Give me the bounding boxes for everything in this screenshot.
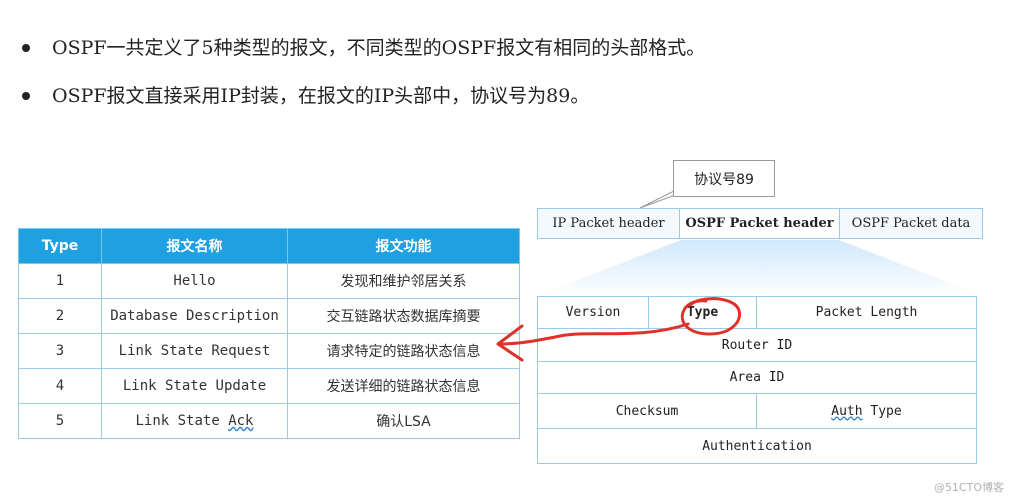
field-type: Type <box>649 296 757 329</box>
table-row: 3 Link State Request 请求特定的链路状态信息 <box>18 333 520 369</box>
watermark: @51CTO博客 <box>933 481 1004 494</box>
cell-name: Link State Ack <box>101 403 288 439</box>
header-row-2: Router ID <box>537 329 977 362</box>
ip-packet-structure: IP Packet header OSPF Packet header OSPF… <box>537 208 983 239</box>
cell-type: 4 <box>18 368 102 404</box>
table-row: 4 Link State Update 发送详细的链路状态信息 <box>18 368 520 404</box>
bullet-2: OSPF报文直接采用IP封装，在报文的IP头部中，协议号为89。 <box>22 84 589 108</box>
field-auth-type: Auth Type <box>757 394 977 429</box>
cell-type: 5 <box>18 403 102 439</box>
cell-type: 1 <box>18 263 102 299</box>
ospf-header-format: Version Type Packet Length Router ID Are… <box>537 296 977 464</box>
ospf-packet-header: OSPF Packet header <box>680 208 840 239</box>
ospf-message-type-table: Type 报文名称 报文功能 1 Hello 发现和维护邻居关系 2 Datab… <box>18 228 520 439</box>
table-row: 5 Link State Ack 确认LSA <box>18 403 520 439</box>
bullet-dot-icon <box>22 44 30 52</box>
expansion-funnel <box>537 240 983 296</box>
field-auth-type-prefix: Auth <box>831 403 863 419</box>
col-header-func: 报文功能 <box>287 228 520 264</box>
table-row: 1 Hello 发现和维护邻居关系 <box>18 263 520 299</box>
ip-packet-header: IP Packet header <box>537 208 680 239</box>
cell-name-text: Link State Ack <box>135 413 254 429</box>
cell-name: Link State Request <box>101 333 288 369</box>
cell-func: 发现和维护邻居关系 <box>287 263 520 299</box>
cell-func: 交互链路状态数据库摘要 <box>287 298 520 334</box>
cell-name-spellcheck-word: Ack <box>228 413 254 429</box>
cell-func: 发送详细的链路状态信息 <box>287 368 520 404</box>
cell-name: Hello <box>101 263 288 299</box>
bullet-text: OSPF报文直接采用IP封装，在报文的IP头部中，协议号为89。 <box>52 85 590 107</box>
field-checksum: Checksum <box>537 394 757 429</box>
protocol-number-callout: 协议号89 <box>673 160 775 197</box>
ospf-packet-data: OSPF Packet data <box>840 208 983 239</box>
field-authentication: Authentication <box>537 429 977 464</box>
field-packet-length: Packet Length <box>757 296 977 329</box>
table-header-row: Type 报文名称 报文功能 <box>18 228 520 264</box>
cell-type: 3 <box>18 333 102 369</box>
cell-func: 确认LSA <box>287 403 520 439</box>
field-auth-type-suffix: Type <box>862 403 902 419</box>
cell-name: Link State Update <box>101 368 288 404</box>
header-row-4: Checksum Auth Type <box>537 394 977 429</box>
field-area-id: Area ID <box>537 362 977 394</box>
col-header-name: 报文名称 <box>101 228 288 264</box>
field-router-id: Router ID <box>537 329 977 362</box>
bullet-text: OSPF一共定义了5种类型的报文，不同类型的OSPF报文有相同的头部格式。 <box>52 37 706 59</box>
bullet-1: OSPF一共定义了5种类型的报文，不同类型的OSPF报文有相同的头部格式。 <box>22 36 705 60</box>
bullet-dot-icon <box>22 92 30 100</box>
header-row-1: Version Type Packet Length <box>537 296 977 329</box>
table-row: 2 Database Description 交互链路状态数据库摘要 <box>18 298 520 334</box>
cell-name: Database Description <box>101 298 288 334</box>
cell-type: 2 <box>18 298 102 334</box>
header-row-3: Area ID <box>537 362 977 394</box>
header-row-5: Authentication <box>537 429 977 464</box>
col-header-type: Type <box>18 228 102 264</box>
field-version: Version <box>537 296 649 329</box>
cell-func: 请求特定的链路状态信息 <box>287 333 520 369</box>
